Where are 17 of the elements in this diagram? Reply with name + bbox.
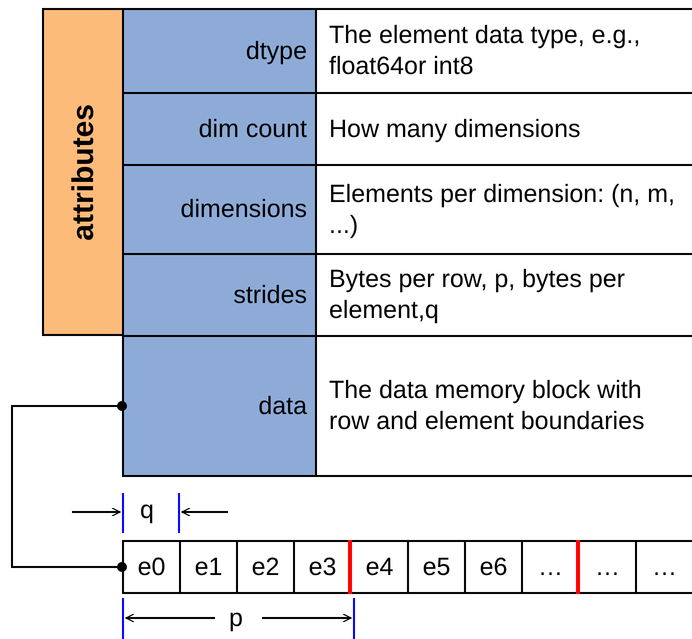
attribute-name-cell: data — [122, 335, 317, 477]
dimension-label: p — [229, 604, 243, 632]
memory-cell: e5 — [407, 540, 466, 594]
memory-cell: e0 — [122, 540, 181, 594]
memory-cell: … — [578, 540, 637, 594]
dimension-label: q — [140, 496, 154, 524]
connector-line — [11, 401, 127, 572]
attribute-name-cell: dimensions — [122, 164, 317, 255]
memory-cell: e2 — [236, 540, 295, 594]
memory-cell: e4 — [350, 540, 409, 594]
attribute-name-cell: strides — [122, 253, 317, 337]
memory-cell: e1 — [179, 540, 238, 594]
memory-cell: … — [635, 540, 692, 594]
attribute-name-cell: dtype — [122, 8, 317, 94]
memory-cell: e6 — [464, 540, 523, 594]
vertical-band: attributes — [42, 8, 124, 336]
attribute-name-cell: dim count — [122, 92, 317, 166]
